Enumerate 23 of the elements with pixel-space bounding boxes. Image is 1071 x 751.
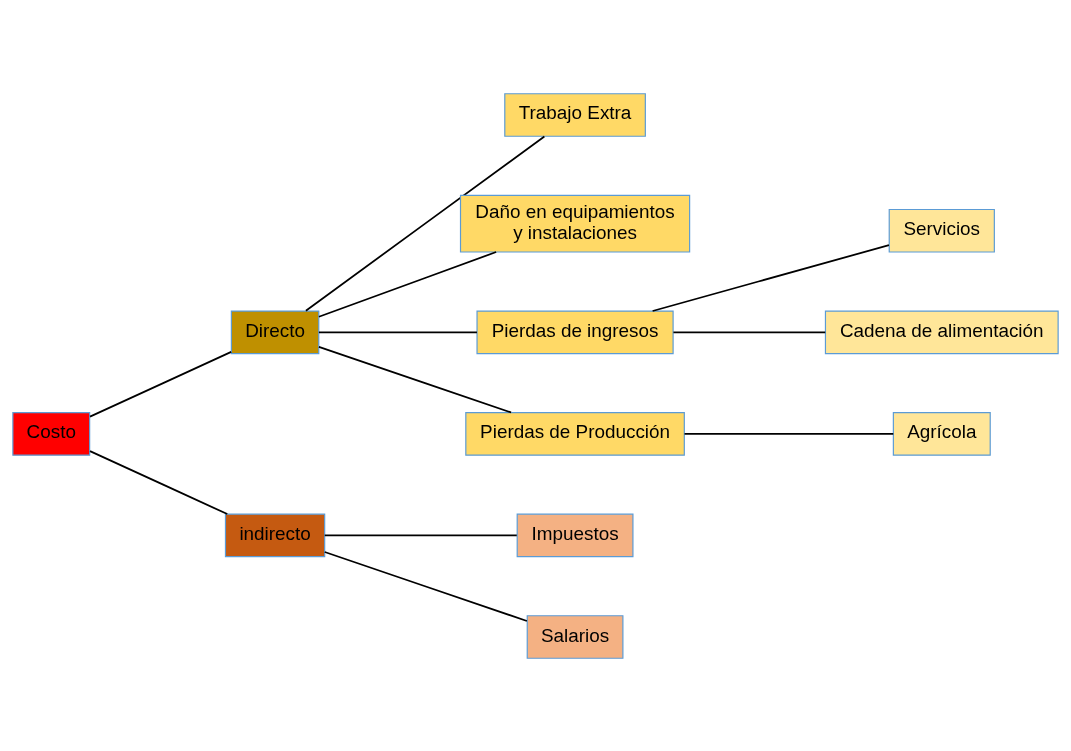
connector (323, 534, 518, 536)
connector (672, 330, 827, 333)
connector (318, 345, 512, 413)
node-box: Salarios (526, 614, 624, 659)
node-box: Trabajo Extra (504, 92, 646, 137)
node-box: Daño en equipamientos y instalaciones (459, 194, 691, 253)
node-box: Pierdas de ingresos (476, 309, 674, 354)
node-box: Servicios (888, 208, 995, 253)
connector (318, 250, 498, 318)
node-box: Costo (12, 411, 91, 456)
connector (323, 550, 528, 622)
node-box: Agrícola (892, 411, 991, 456)
node-box: Cadena de alimentación (824, 309, 1059, 354)
connector (89, 350, 233, 418)
connector (89, 449, 229, 515)
connector (683, 432, 895, 435)
node-box: Impuestos (516, 513, 634, 557)
connector (318, 330, 478, 333)
node-box: Pierdas de Producción (465, 411, 685, 456)
connector (651, 243, 890, 312)
node-box: indirecto (224, 513, 326, 557)
node-box: Directo (230, 309, 320, 354)
connector (305, 135, 546, 312)
